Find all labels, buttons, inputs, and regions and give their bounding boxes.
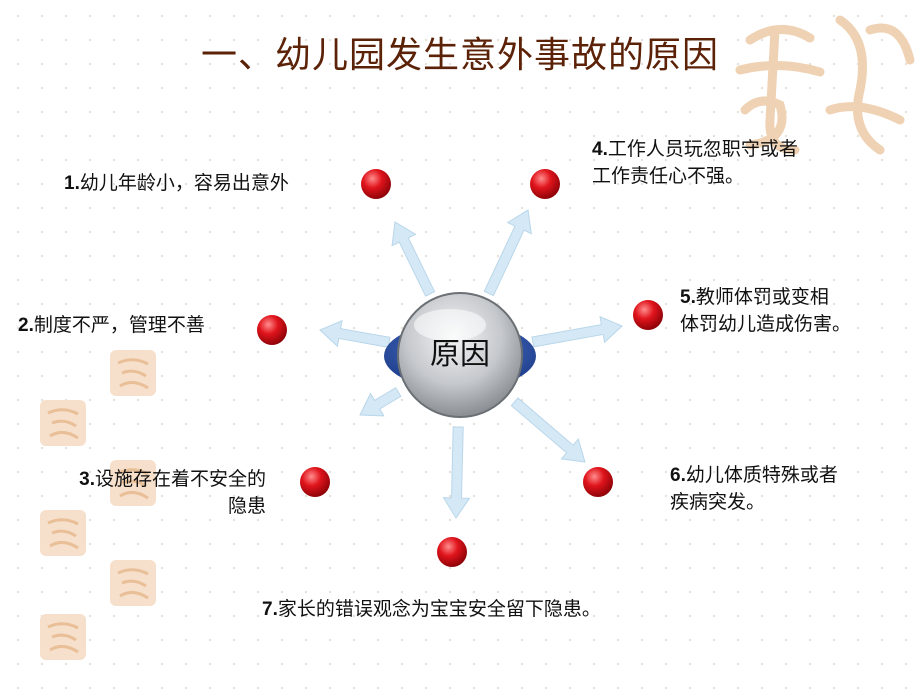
cause-6-number: 6.	[670, 465, 686, 486]
arrow-4	[319, 319, 391, 348]
cause-6-line-2: 疾病突发。	[670, 491, 766, 513]
arrow-1	[391, 221, 436, 297]
cause-3: 3.设施存在着不安全的 隐患	[36, 466, 266, 519]
cause-1-text: 幼儿年龄小，容易出意外	[79, 172, 289, 194]
decorative-seal-artwork	[735, 15, 915, 155]
cause-5-number: 5.	[680, 287, 696, 308]
decorative-stamp	[110, 560, 156, 606]
decorative-stamp	[40, 510, 86, 556]
cause-4-number: 4.	[592, 139, 608, 160]
arrow-5	[359, 387, 402, 417]
cause-5: 5.教师体罚或变相 体罚幼儿造成伤害。	[680, 284, 851, 337]
decorative-stamp	[40, 400, 86, 446]
cause-6-line-1: 幼儿体质特殊或者	[685, 464, 838, 486]
cause-7-text: 家长的错误观念为宝宝安全留下隐患。	[277, 598, 601, 620]
cause-dot-3	[257, 315, 287, 345]
cause-3-number: 3.	[79, 469, 95, 490]
cause-1-number: 1.	[64, 173, 80, 194]
cause-3-line-2: 隐患	[227, 495, 266, 517]
cause-2-text: 制度不严，管理不善	[33, 314, 205, 336]
cause-3-line-1: 设施存在着不安全的	[94, 468, 266, 490]
cause-5-line-2: 体罚幼儿造成伤害。	[680, 313, 852, 335]
cause-4-line-1: 工作人员玩忽职守或者	[607, 138, 798, 160]
cause-dot-5	[300, 467, 330, 497]
cause-1: 1.幼儿年龄小，容易出意外	[64, 170, 289, 197]
arrow-6	[510, 397, 586, 463]
cause-6: 6.幼儿体质特殊或者 疾病突发。	[670, 462, 838, 515]
cause-2-number: 2.	[18, 315, 34, 336]
decorative-stamp	[40, 614, 86, 660]
cause-dot-2	[530, 169, 560, 199]
cause-dot-6	[583, 467, 613, 497]
page-title: 一、幼儿园发生意外事故的原因	[200, 35, 719, 76]
cause-4-line-2: 工作责任心不强。	[592, 165, 745, 187]
cause-7: 7.家长的错误观念为宝宝安全留下隐患。	[262, 596, 601, 623]
decorative-stamp	[110, 350, 156, 396]
arrow-7	[442, 426, 471, 519]
cause-5-line-1: 教师体罚或变相	[695, 286, 829, 308]
hub	[384, 292, 536, 418]
cause-dot-4	[633, 300, 663, 330]
arrow-2	[483, 209, 532, 297]
hub-label: 原因	[430, 337, 490, 372]
cause-dot-1	[361, 169, 391, 199]
cause-2: 2.制度不严，管理不善	[18, 312, 205, 339]
cause-7-number: 7.	[262, 599, 278, 620]
cause-dot-7	[437, 537, 467, 567]
decorative-stamp	[110, 460, 156, 506]
arrow-3	[531, 315, 623, 348]
cause-4: 4.工作人员玩忽职守或者 工作责任心不强。	[592, 136, 798, 189]
